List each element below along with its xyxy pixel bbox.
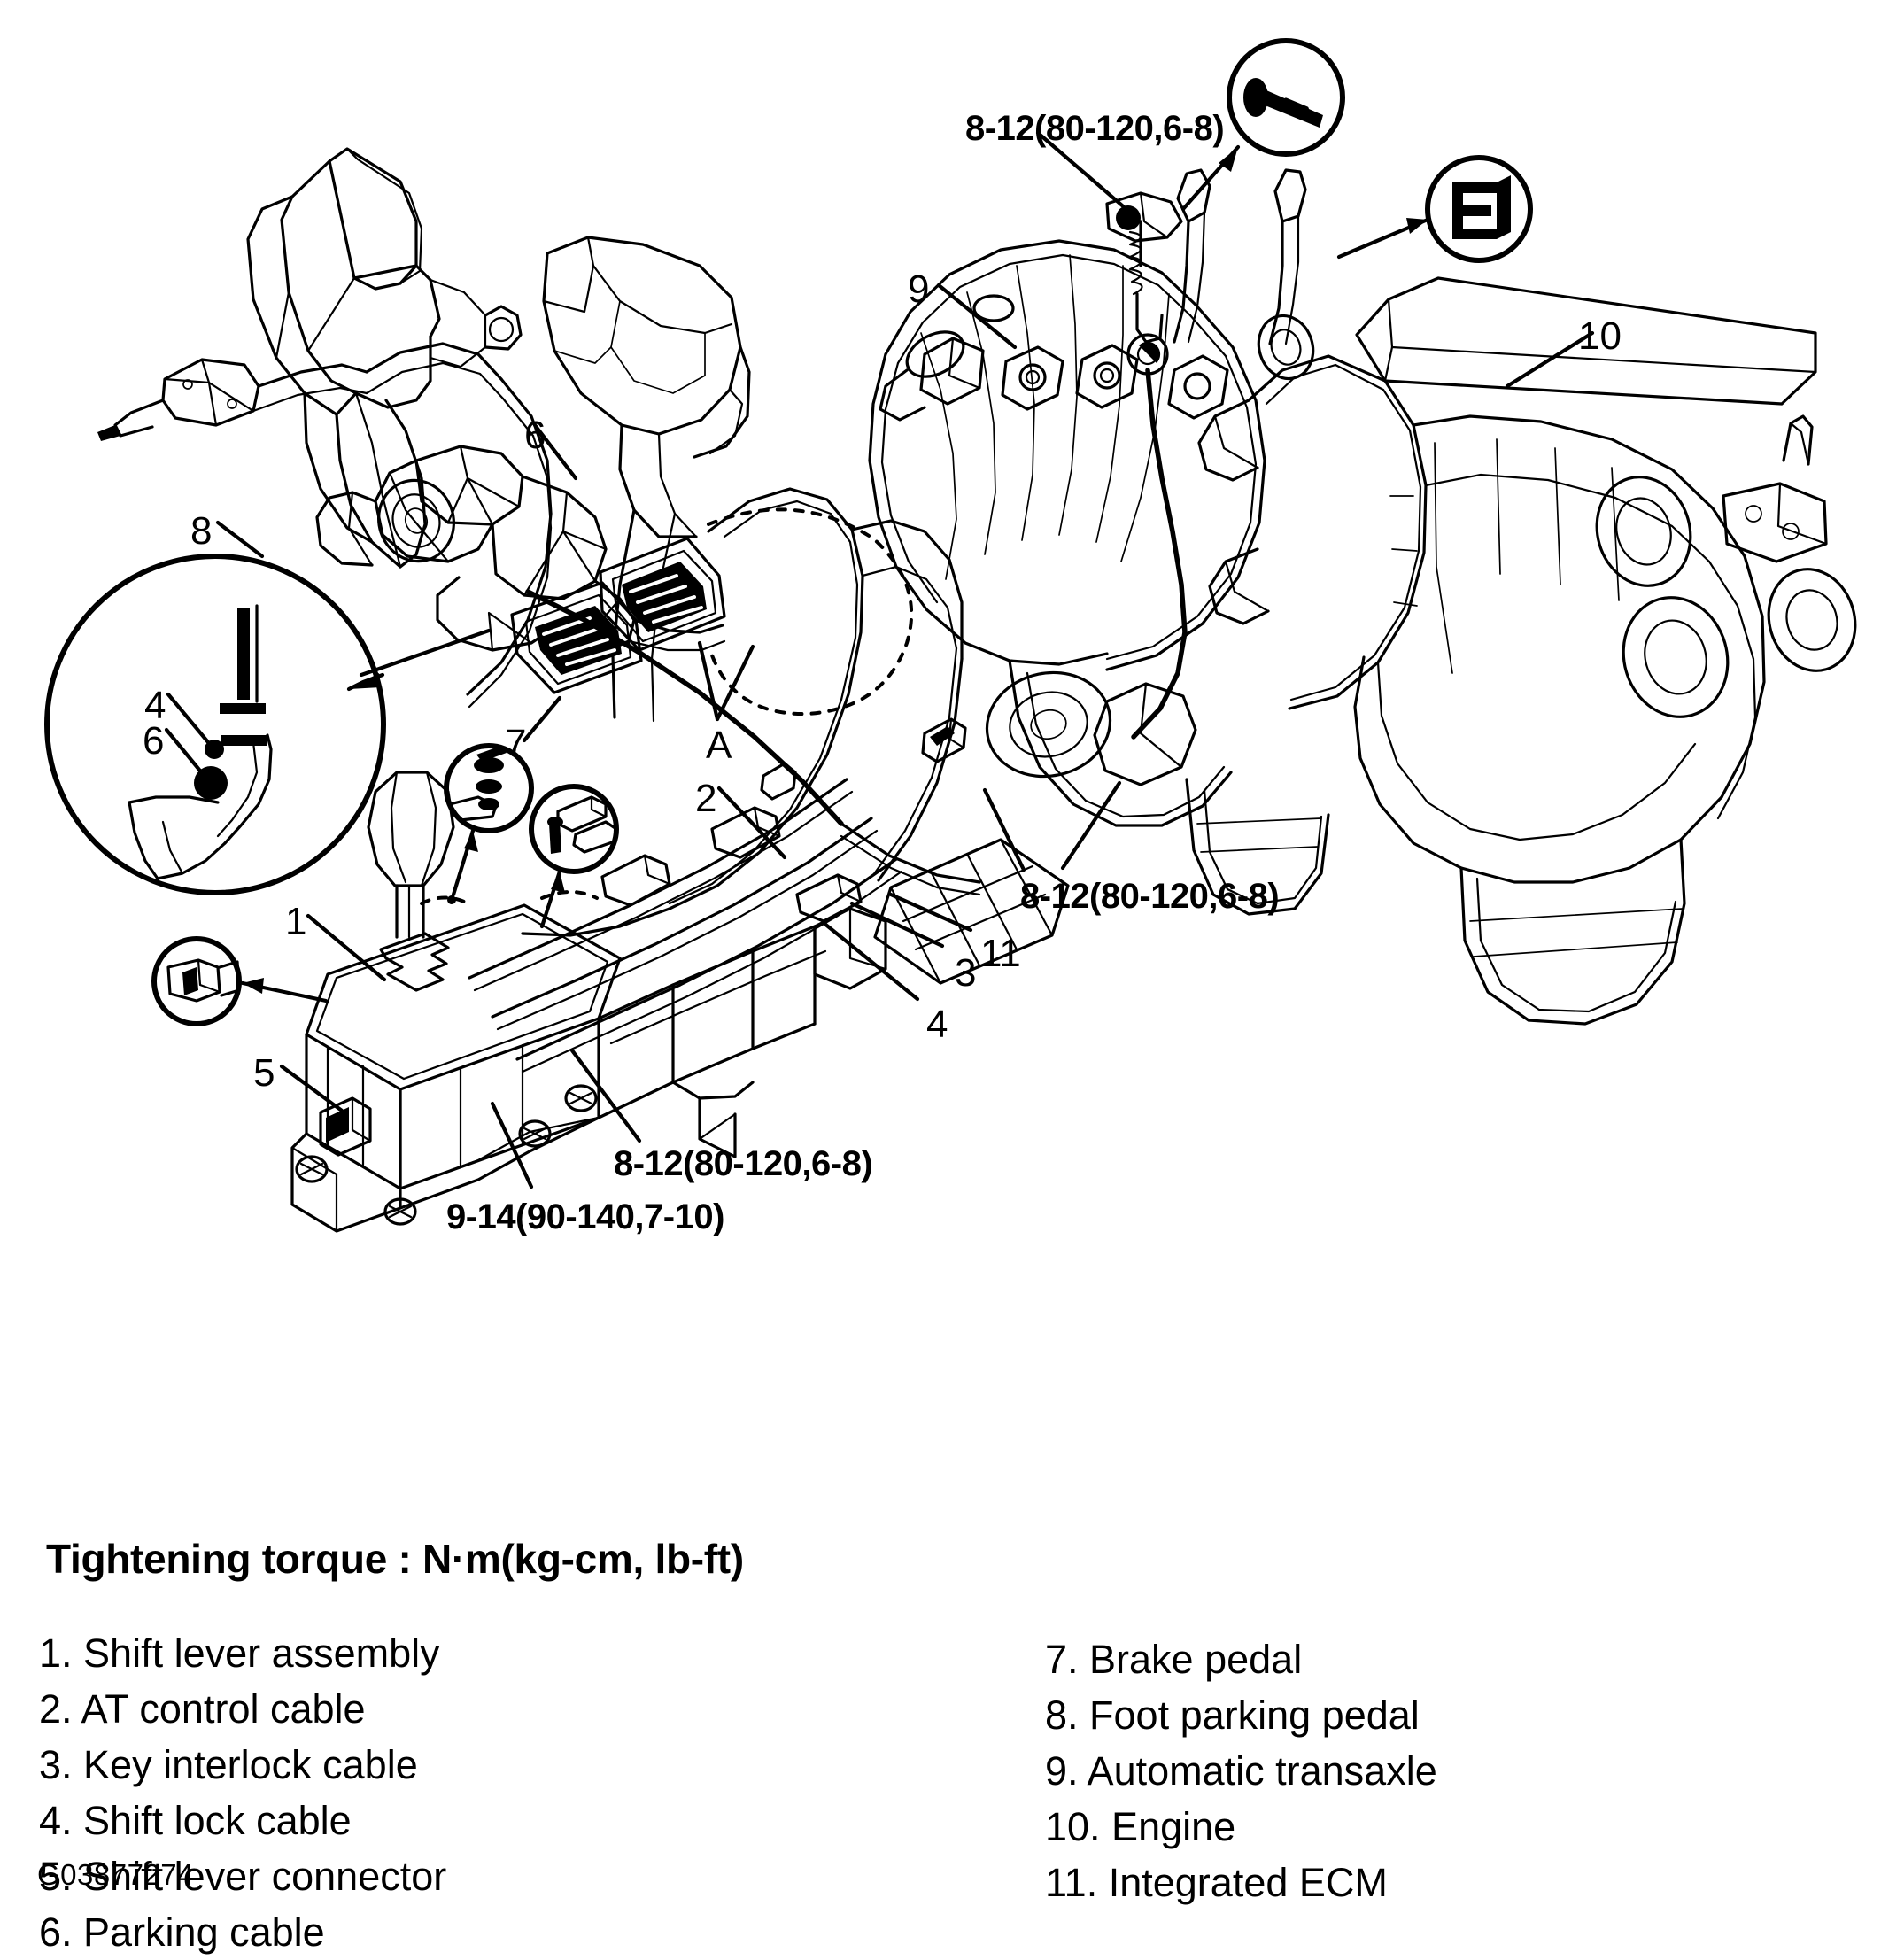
foot-parking-pedal-assembly	[97, 147, 553, 709]
callout-4: 4	[926, 1003, 948, 1046]
callout-1: 1	[285, 900, 307, 943]
torque-heading: Tightening torque : N·m(kg-cm, lb-ft)	[46, 1536, 744, 1582]
callout-2: 2	[695, 777, 717, 820]
legend-item-7: 7. Brake pedal	[1045, 1637, 1303, 1682]
detail-circle-connector	[151, 936, 329, 1026]
legend-column-left: 1. Shift lever assembly 2. AT control ca…	[39, 1625, 446, 1960]
detail-circle-bolt	[1180, 38, 1345, 212]
legend-block: Tightening torque : N·m(kg-cm, lb-ft) 1.…	[0, 1506, 1881, 1960]
legend-item-9: 9. Automatic transaxle	[1045, 1748, 1437, 1793]
callout-3: 3	[955, 951, 977, 995]
detail-circle-clip-pin	[529, 784, 619, 929]
callout-section-a: A	[706, 724, 732, 767]
legend-item-1: 1. Shift lever assembly	[39, 1631, 440, 1676]
technical-diagram: .o{fill:none;stroke:#000;stroke-width:3.…	[44, 38, 1857, 1233]
legend-item-6: 6. Parking cable	[39, 1910, 325, 1955]
legend-item-8: 8. Foot parking pedal	[1045, 1693, 1420, 1738]
callout-7: 7	[505, 722, 527, 765]
legend-item-3: 3. Key interlock cable	[39, 1742, 418, 1787]
legend-item-2: 2. AT control cable	[39, 1686, 366, 1731]
callout-6: 6	[524, 414, 546, 457]
automatic-transaxle	[868, 168, 1330, 916]
dashed-reference-marks	[420, 507, 914, 905]
leader-lines	[215, 130, 1595, 1189]
callout-10: 10	[1578, 314, 1622, 358]
torque-label-bracket: 9-14(90-140,7-10)	[446, 1197, 724, 1236]
engine-block	[1197, 276, 1857, 1026]
legend-column-right: 7. Brake pedal 8. Foot parking pedal 9. …	[1045, 1631, 1437, 1910]
legend-item-11: 11. Integrated ECM	[1045, 1860, 1388, 1905]
figure-id: G03877274	[37, 1858, 194, 1891]
legend-item-5: 5. Shift lever connector	[39, 1854, 447, 1899]
detail-circle-bushing-stack	[444, 743, 534, 904]
brake-booster	[315, 445, 726, 654]
legend-item-4: 4. Shift lock cable	[39, 1798, 352, 1843]
diagram-artwork: .o{fill:none;stroke:#000;stroke-width:3.…	[44, 38, 1857, 1233]
torque-label-mid: 8-12(80-120,6-8)	[1020, 877, 1280, 916]
torque-label-top: 8-12(80-120,6-8)	[965, 109, 1225, 148]
detail-circle-retaining-clip	[1336, 155, 1533, 263]
callout-8: 8	[190, 509, 213, 553]
callout-5: 5	[253, 1051, 275, 1095]
legend-item-10: 10. Engine	[1045, 1804, 1236, 1849]
detail-callout-4: 4	[144, 684, 166, 727]
callout-9: 9	[908, 267, 930, 311]
callout-11: 11	[980, 932, 1021, 975]
shift-lever-assembly	[290, 771, 887, 1233]
torque-label-shifter: 8-12(80-120,6-8)	[614, 1144, 873, 1183]
detail-callout-6: 6	[143, 719, 165, 763]
accelerator-pedal-pad	[599, 537, 726, 652]
detail-circle-shift-lock	[44, 554, 492, 895]
